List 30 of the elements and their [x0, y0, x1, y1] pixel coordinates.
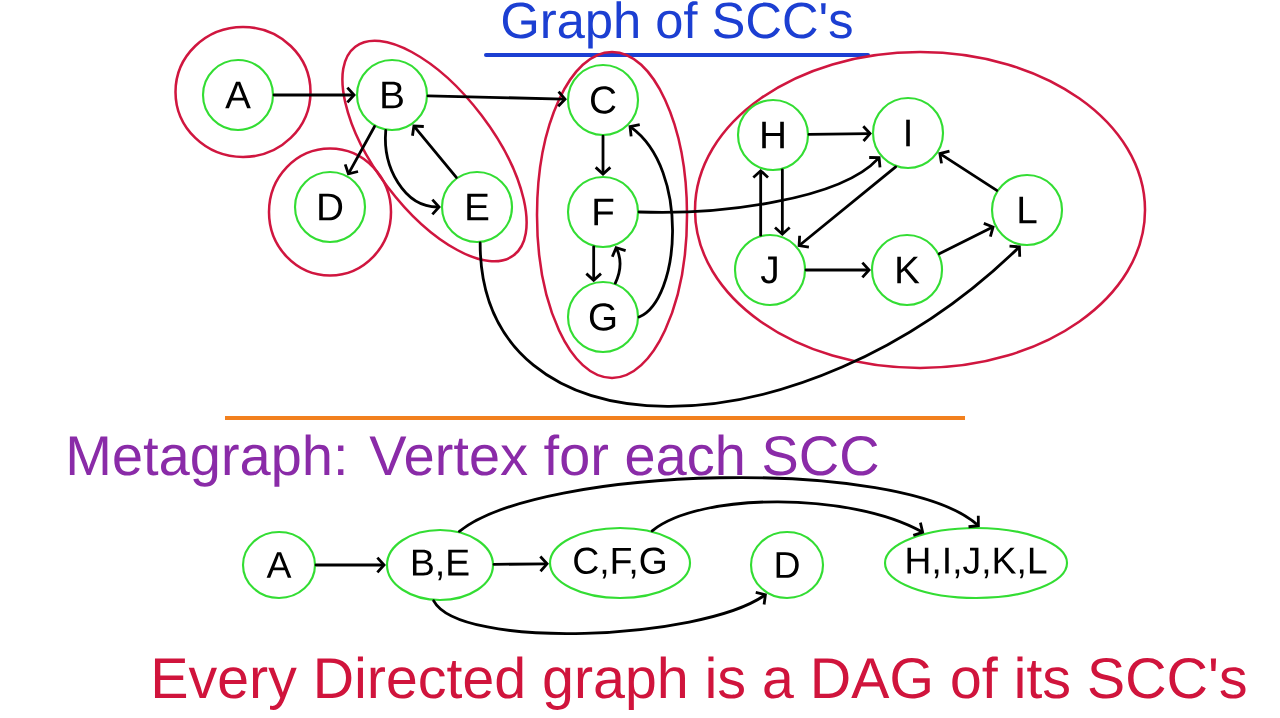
- arrow: [937, 222, 995, 256]
- encircling-loop: [693, 50, 1147, 370]
- arrow: [411, 124, 458, 179]
- arrow: [585, 245, 602, 283]
- encircling-loop: [535, 50, 689, 380]
- arrow: [611, 245, 627, 285]
- arrow: [938, 149, 999, 192]
- arrow: [426, 90, 567, 108]
- arrow: [807, 125, 872, 142]
- arrow: [314, 556, 386, 574]
- arrow: [774, 168, 791, 237]
- caption: Every Directed graph is a DAG of its SCC's: [155, 656, 1246, 710]
- arrow: [343, 125, 376, 176]
- arrow: [752, 168, 769, 237]
- encircling-loop: [174, 25, 312, 159]
- arrow: [272, 86, 356, 104]
- arrow: [637, 156, 882, 214]
- encircling-loop: [267, 147, 393, 277]
- arrow: [458, 476, 980, 533]
- arrow: [628, 123, 674, 319]
- arrow: [804, 261, 871, 279]
- arrow: [384, 129, 441, 216]
- arrow: [478, 241, 1022, 408]
- arrow: [432, 591, 767, 635]
- arrow: [594, 134, 612, 176]
- arrow: [650, 500, 925, 537]
- section-heading: Metagraph: Vertex for each SCC: [69, 434, 878, 487]
- title: Graph of SCC's: [502, 1, 852, 49]
- arrow: [797, 165, 898, 249]
- arrow: [492, 555, 549, 573]
